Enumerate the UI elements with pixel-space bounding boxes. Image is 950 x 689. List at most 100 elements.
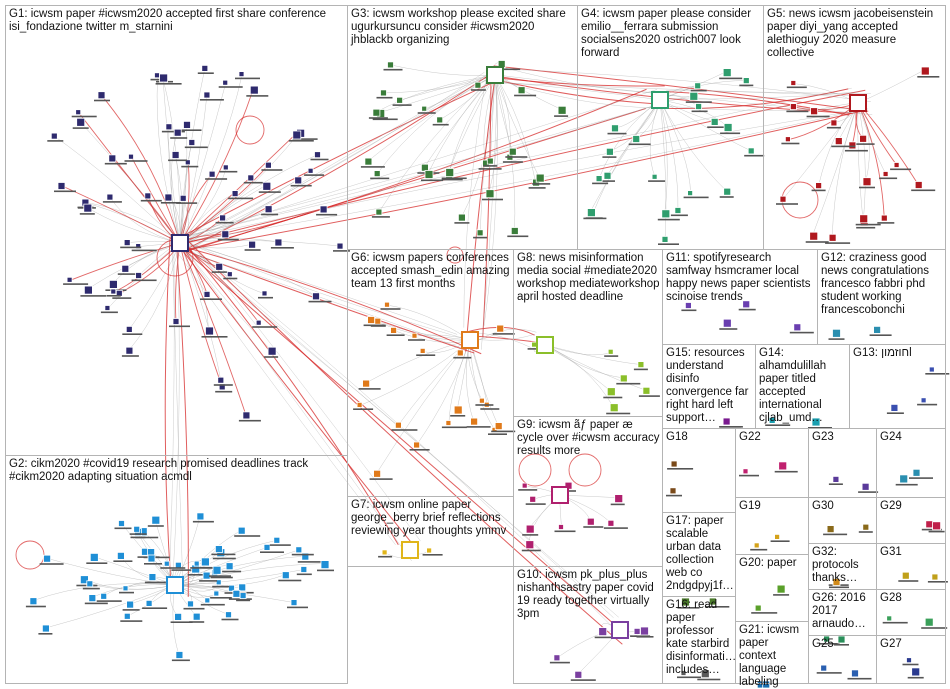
node-caption-mark — [450, 415, 466, 417]
node-g5 — [830, 119, 838, 127]
node-g28 — [886, 615, 893, 622]
node-g1 — [203, 290, 211, 298]
node-caption-mark — [170, 137, 188, 139]
node-g24 — [912, 468, 921, 477]
node-caption-mark — [847, 677, 872, 680]
node-caption-mark — [215, 221, 234, 224]
group-label-g10: G10: icwsm pk_plus_plus nishanthsastry p… — [517, 569, 654, 620]
edge-red — [179, 242, 223, 388]
node-g2 — [301, 552, 310, 561]
node-g1 — [57, 182, 66, 190]
node-g5 — [848, 141, 857, 150]
node-g1 — [135, 272, 143, 279]
node-g3 — [373, 170, 381, 178]
node-caption-mark — [170, 621, 193, 623]
node-caption-mark — [494, 68, 521, 71]
group-label-g18: G18 — [666, 431, 688, 443]
node-g1 — [106, 193, 114, 201]
node-caption-mark — [363, 324, 386, 327]
edge — [162, 77, 181, 244]
node-caption-mark — [408, 339, 425, 341]
node-caption-mark — [470, 89, 486, 91]
node-g1 — [75, 109, 82, 116]
node-caption-mark — [106, 295, 121, 297]
hub-node-g6 — [461, 331, 479, 349]
node-g7 — [381, 549, 388, 556]
node-caption-mark — [200, 603, 225, 606]
edge — [179, 74, 243, 244]
node-g25 — [820, 664, 828, 672]
node-g1 — [76, 117, 86, 127]
group-label-g25: G25 — [812, 638, 834, 650]
node-caption-mark — [844, 149, 868, 152]
node-g3 — [436, 116, 444, 124]
node-caption-mark — [197, 72, 214, 74]
node-caption-mark — [63, 283, 89, 285]
edge — [494, 81, 668, 102]
node-g2 — [123, 612, 131, 620]
node-g2 — [80, 575, 89, 585]
node-g23 — [832, 475, 840, 483]
node-g15 — [722, 417, 731, 426]
group-label-g19: G19 — [739, 500, 761, 512]
node-caption-mark — [522, 534, 539, 536]
node-caption-mark — [129, 533, 147, 535]
node-caption-mark — [261, 169, 283, 171]
edge-red — [60, 185, 181, 244]
node-g1 — [247, 174, 255, 182]
node-g3 — [375, 208, 383, 216]
node-g1 — [221, 230, 230, 239]
edge-red — [176, 89, 866, 246]
node-g1 — [238, 71, 245, 77]
hub-node-g3 — [486, 66, 504, 84]
node-caption-mark — [386, 334, 405, 336]
node-g8 — [642, 386, 651, 395]
node-g4 — [611, 124, 619, 133]
node-g1 — [294, 176, 303, 185]
node-caption-mark — [100, 311, 118, 314]
hub-node-g10 — [611, 621, 629, 639]
node-g4 — [632, 135, 641, 143]
node-caption-mark — [82, 587, 100, 590]
node-caption-mark — [222, 570, 242, 573]
node-caption-mark — [264, 356, 279, 358]
node-caption-mark — [310, 158, 329, 161]
edge-red — [663, 88, 849, 109]
node-g1 — [125, 325, 133, 333]
node-g10 — [633, 628, 641, 635]
node-caption-mark — [260, 551, 284, 553]
edge — [179, 240, 341, 247]
node-g27 — [906, 657, 912, 664]
node-caption-mark — [606, 412, 631, 415]
node-g1 — [222, 79, 229, 86]
node-g31 — [901, 571, 910, 580]
node-g1 — [110, 288, 117, 295]
node-caption-mark — [765, 424, 791, 426]
node-caption-mark — [192, 520, 214, 523]
node-g10 — [574, 670, 583, 679]
node-g4 — [687, 190, 693, 197]
node-caption-mark — [719, 77, 743, 80]
edge-red — [164, 236, 172, 586]
node-caption-mark — [774, 470, 798, 473]
edge-red — [180, 78, 502, 238]
node-g6 — [356, 401, 363, 408]
node-g5 — [914, 181, 923, 189]
node-g1 — [274, 238, 283, 247]
node-caption-mark — [525, 503, 546, 505]
node-caption-mark — [441, 178, 463, 181]
node-caption-mark — [181, 165, 199, 168]
edge-red — [179, 88, 254, 244]
node-caption-mark — [209, 575, 231, 577]
edge — [180, 103, 661, 236]
node-g3 — [387, 61, 394, 69]
group-label-g26: G26: 2016 2017 arnaudo… — [812, 592, 866, 630]
node-caption-mark — [616, 382, 641, 385]
edge — [655, 104, 852, 111]
node-g14 — [811, 417, 821, 427]
node-g27 — [911, 667, 921, 677]
node-caption-mark — [201, 336, 228, 338]
node-caption-mark — [594, 636, 616, 639]
node-caption-mark — [825, 242, 851, 244]
edge — [659, 99, 667, 240]
